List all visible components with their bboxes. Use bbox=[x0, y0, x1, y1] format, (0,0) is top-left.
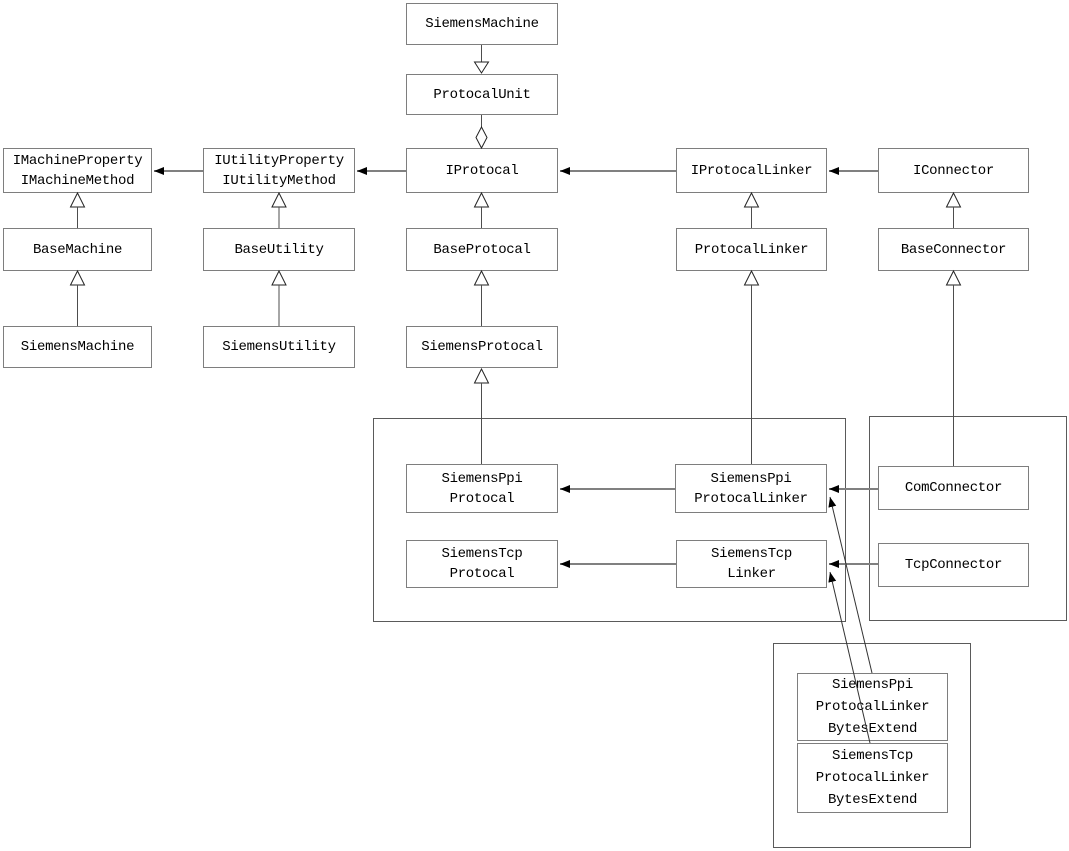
class-label: Protocal bbox=[449, 566, 515, 582]
class-label: IMachineMethod bbox=[20, 172, 135, 189]
class-label: IProtocalLinker bbox=[690, 162, 813, 179]
class-label: SiemensUtility bbox=[222, 339, 336, 355]
class-box-iutilityproperty: IUtilityProperty IUtilityMethod bbox=[203, 148, 355, 193]
hollow-diamond-icon bbox=[475, 125, 488, 150]
class-box-tcpconnector: TcpConnector bbox=[878, 543, 1029, 587]
class-box-siemensutility: SiemensUtility bbox=[203, 326, 355, 368]
class-box-siemensmachine: SiemensMachine bbox=[3, 326, 152, 368]
class-label: SiemensPpi bbox=[710, 470, 792, 487]
class-label: BaseConnector bbox=[900, 241, 1007, 258]
class-box-baseutility: BaseUtility bbox=[203, 228, 355, 271]
class-label: BaseProtocal bbox=[433, 241, 531, 258]
class-label: BaseUtility bbox=[234, 241, 324, 258]
container-connector-group bbox=[869, 416, 1067, 621]
class-box-siemensppiprotocallinker: SiemensPpi ProtocalLinker bbox=[675, 464, 827, 513]
hollow-triangle-up-icon bbox=[945, 269, 962, 286]
class-label: ProtocalLinker bbox=[694, 241, 809, 258]
class-box-siemensppiprotocal: SiemensPpi Protocal bbox=[406, 464, 558, 513]
hollow-triangle-up-icon bbox=[271, 269, 287, 286]
class-box-iprotocallinker: IProtocalLinker bbox=[676, 148, 827, 193]
class-label: IUtilityMethod bbox=[222, 172, 336, 189]
hollow-triangle-up-icon bbox=[69, 191, 86, 208]
class-label: IConnector bbox=[912, 162, 994, 179]
class-label: ProtocalUnit bbox=[433, 86, 531, 103]
hollow-triangle-down-icon bbox=[473, 61, 490, 74]
class-box-siemensmachine-top: SiemensMachine bbox=[406, 3, 558, 45]
class-box-siemenstcplinker: SiemensTcp Linker bbox=[676, 540, 827, 588]
class-label: SiemensTcp bbox=[831, 748, 913, 764]
class-label: ProtocalLinker bbox=[815, 699, 930, 715]
class-box-siemensppiprotocallinkerbytesextend: SiemensPpi ProtocalLinker BytesExtend bbox=[797, 673, 948, 741]
class-label: BytesExtend bbox=[827, 792, 918, 808]
class-label: ProtocalLinker bbox=[815, 770, 930, 786]
class-box-basemachine: BaseMachine bbox=[3, 228, 152, 271]
hollow-triangle-up-icon bbox=[473, 269, 490, 286]
hollow-triangle-up-icon bbox=[473, 367, 490, 384]
class-box-baseconnector: BaseConnector bbox=[878, 228, 1029, 271]
class-label: IProtocal bbox=[445, 162, 519, 179]
class-label: Protocal bbox=[449, 490, 515, 507]
class-label: SiemensMachine bbox=[425, 16, 539, 32]
class-box-baseprotocal: BaseProtocal bbox=[406, 228, 558, 271]
hollow-triangle-up-icon bbox=[743, 269, 760, 286]
class-label: TcpConnector bbox=[904, 557, 1003, 573]
class-label: SiemensPpi bbox=[831, 677, 913, 693]
class-box-imachineproperty: IMachineProperty IMachineMethod bbox=[3, 148, 152, 193]
class-label: SiemensProtocal bbox=[421, 339, 543, 355]
class-box-protocalunit: ProtocalUnit bbox=[406, 74, 558, 115]
class-box-siemenstcpprotocal: SiemensTcp Protocal bbox=[406, 540, 558, 588]
class-label: SiemensTcp bbox=[441, 546, 523, 562]
class-label: SiemensTcp bbox=[710, 546, 792, 562]
container-protocal-linker-group bbox=[373, 418, 846, 622]
hollow-triangle-up-icon bbox=[473, 191, 490, 208]
class-label: SiemensPpi bbox=[441, 470, 523, 487]
hollow-triangle-up-icon bbox=[69, 269, 86, 286]
hollow-triangle-up-icon bbox=[271, 191, 287, 208]
class-box-siemensprotocal: SiemensProtocal bbox=[406, 326, 558, 368]
class-label: IMachineProperty bbox=[12, 152, 143, 169]
hollow-triangle-up-icon bbox=[945, 191, 962, 208]
class-box-protocallinker: ProtocalLinker bbox=[676, 228, 827, 271]
class-label: ProtocalLinker bbox=[694, 490, 808, 507]
class-label: ComConnector bbox=[904, 480, 1003, 496]
hollow-triangle-up-icon bbox=[743, 191, 760, 208]
class-label: BaseMachine bbox=[32, 241, 123, 258]
class-box-iconnector: IConnector bbox=[878, 148, 1029, 193]
class-label: BytesExtend bbox=[827, 721, 918, 737]
class-box-siemenstcpprotocallinkerbytesextend: SiemensTcp ProtocalLinker BytesExtend bbox=[797, 743, 948, 813]
class-box-iprotocal: IProtocal bbox=[406, 148, 558, 193]
class-box-comconnector: ComConnector bbox=[878, 466, 1029, 510]
class-label: IUtilityProperty bbox=[214, 152, 344, 169]
class-label: SiemensMachine bbox=[20, 339, 135, 355]
class-label: Linker bbox=[727, 566, 776, 582]
